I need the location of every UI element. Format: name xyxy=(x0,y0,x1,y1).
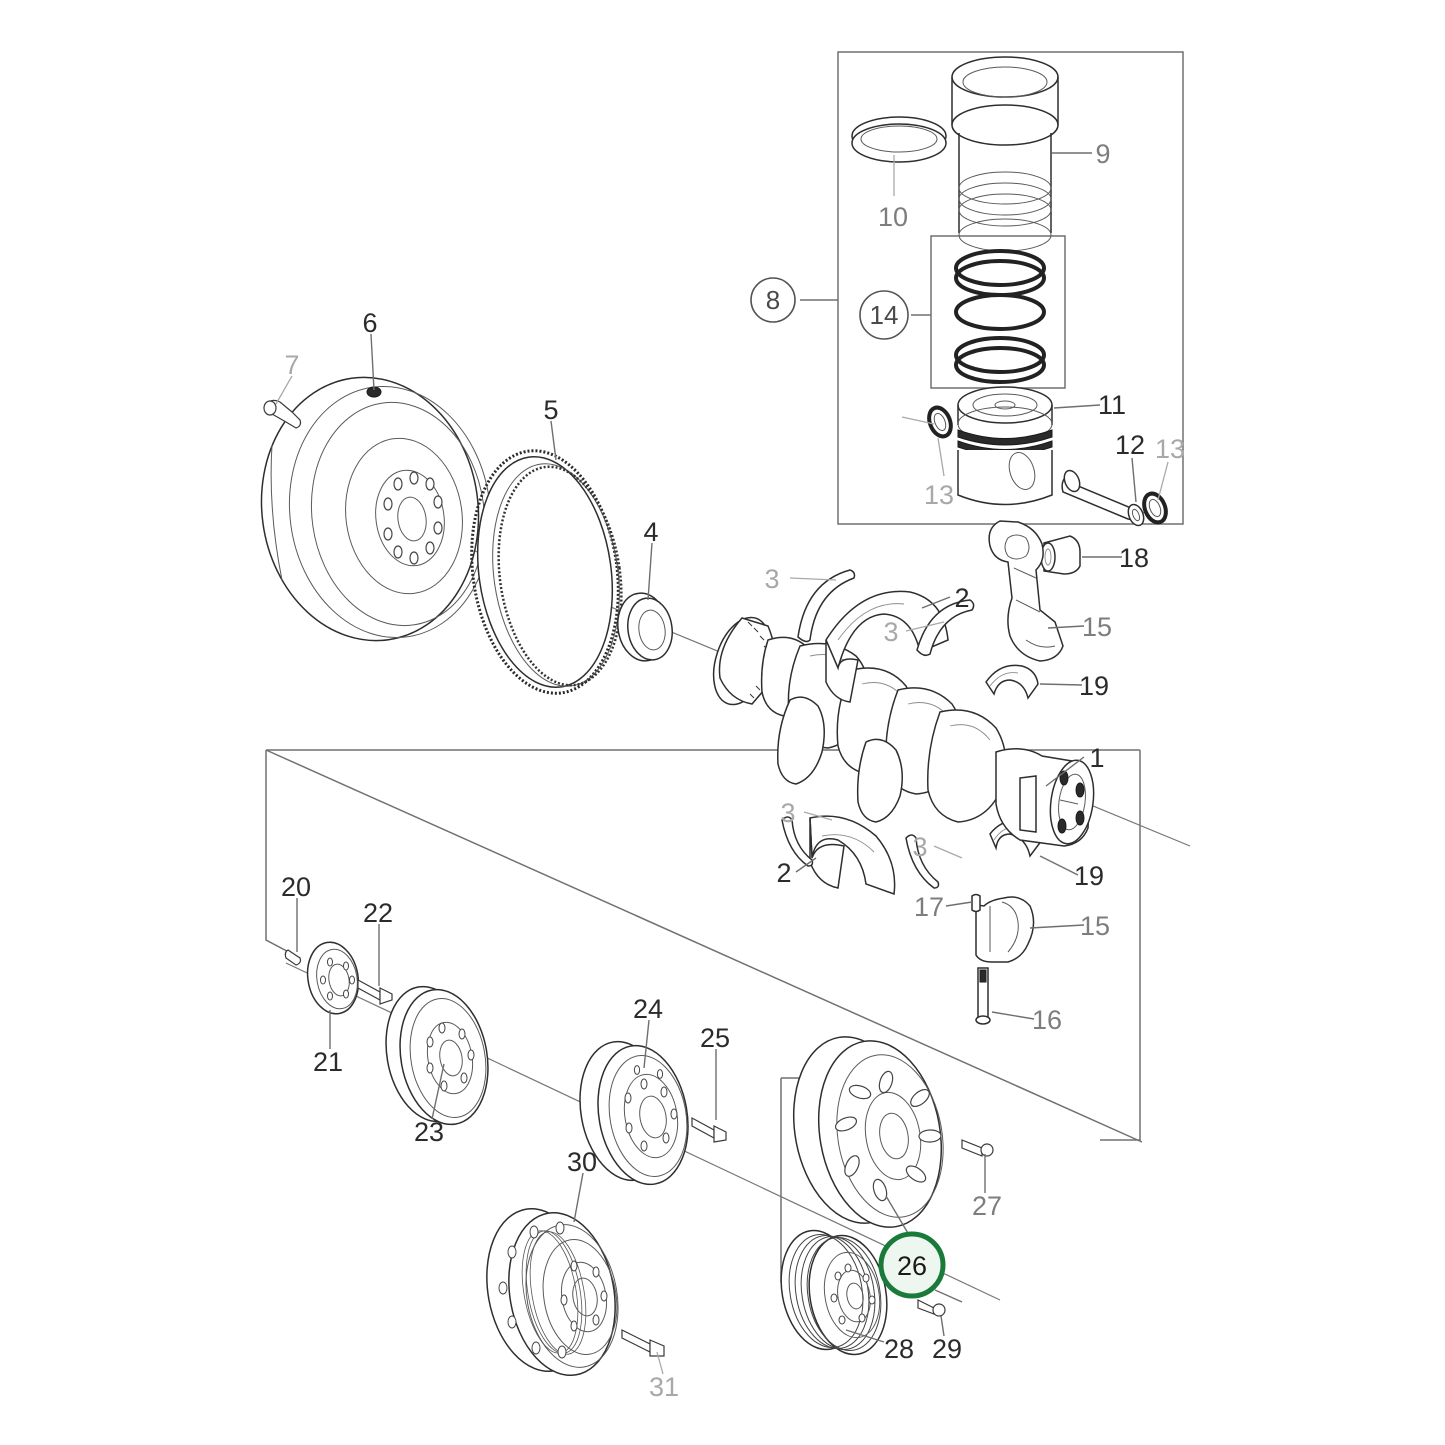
label-19a: 19 xyxy=(1079,671,1109,701)
part-thrust-washer-d xyxy=(905,834,940,889)
label-29: 29 xyxy=(932,1334,962,1364)
part-pulley-bolt-20 xyxy=(284,949,302,966)
label-13a: 13 xyxy=(1155,434,1185,464)
part-torsional-damper xyxy=(486,1207,619,1377)
leader-lines xyxy=(275,152,1169,1375)
part-flywheel-bolt xyxy=(263,399,302,429)
label-6: 6 xyxy=(362,308,377,338)
label-10: 10 xyxy=(878,202,908,232)
label-20: 20 xyxy=(281,872,311,902)
part-damper-bolt-31 xyxy=(621,1329,665,1357)
part-pulley-bolt-27 xyxy=(961,1139,994,1157)
part-pulley-screw-22 xyxy=(357,978,393,1005)
label-15a: 15 xyxy=(1082,612,1112,642)
label-17: 17 xyxy=(914,892,944,922)
part-small-end-bushing xyxy=(1040,535,1081,575)
label-1: 1 xyxy=(1089,743,1104,773)
label-3b: 3 xyxy=(883,617,898,647)
label-27: 27 xyxy=(972,1191,1002,1221)
part-connecting-rod xyxy=(988,520,1064,662)
part-v-belt-pulley xyxy=(780,1229,888,1356)
group-bracket-8 xyxy=(800,51,1184,525)
label-18: 18 xyxy=(1119,543,1149,573)
label-3a: 3 xyxy=(764,564,779,594)
part-pulley-hub xyxy=(306,941,360,1015)
part-pulley-fastener-29 xyxy=(917,1299,946,1317)
callout-8-label: 8 xyxy=(766,285,780,315)
part-flywheel xyxy=(260,376,492,642)
group-bracket-14 xyxy=(911,235,1066,389)
callout-26-highlighted[interactable]: 26 xyxy=(878,1231,946,1299)
label-21: 21 xyxy=(313,1047,343,1077)
callout-14[interactable]: 14 xyxy=(859,290,909,340)
part-pulley-26 xyxy=(792,1036,944,1228)
label-15b: 15 xyxy=(1080,911,1110,941)
label-2b: 2 xyxy=(776,858,791,888)
part-crankshaft xyxy=(712,616,1095,847)
label-3c: 3 xyxy=(780,798,795,828)
part-thrust-washer-a xyxy=(797,569,856,643)
part-piston xyxy=(957,386,1053,506)
label-3d: 3 xyxy=(912,832,927,862)
label-13b: 13 xyxy=(924,480,954,510)
part-liner-seal-ring xyxy=(851,116,947,163)
label-2a: 2 xyxy=(954,583,969,613)
part-circlip-right xyxy=(1142,491,1168,525)
part-connecting-rod-cap xyxy=(975,896,1035,963)
part-ring-gear xyxy=(470,449,623,695)
part-thrust-washer-b xyxy=(916,599,975,657)
label-24: 24 xyxy=(633,994,663,1024)
label-9: 9 xyxy=(1095,139,1110,169)
label-16: 16 xyxy=(1032,1005,1062,1035)
part-circlip-left xyxy=(927,405,953,439)
label-30: 30 xyxy=(567,1147,597,1177)
label-19b: 19 xyxy=(1074,861,1104,891)
part-crankshaft-pulley xyxy=(579,1040,689,1186)
label-31: 31 xyxy=(649,1372,679,1402)
part-main-bearing-upper xyxy=(825,590,949,703)
label-25: 25 xyxy=(700,1023,730,1053)
callout-14-label: 14 xyxy=(870,300,899,330)
label-4: 4 xyxy=(643,517,658,547)
label-7: 7 xyxy=(284,350,299,380)
label-28: 28 xyxy=(884,1334,914,1364)
part-big-end-shell-upper xyxy=(985,664,1039,700)
callout-8[interactable]: 8 xyxy=(750,277,796,323)
part-dowel-pin xyxy=(971,893,981,913)
part-pulley-screw-25 xyxy=(691,1116,727,1143)
part-cylinder-liner xyxy=(951,56,1059,252)
label-5: 5 xyxy=(543,395,558,425)
label-22: 22 xyxy=(363,898,393,928)
callout-26-label: 26 xyxy=(897,1251,927,1281)
part-piston-pin xyxy=(1061,469,1145,527)
label-23: 23 xyxy=(414,1117,444,1147)
part-main-bearing-lower xyxy=(809,815,896,896)
part-damper-pulley xyxy=(385,985,489,1126)
label-12: 12 xyxy=(1115,430,1145,460)
part-connecting-rod-bolt xyxy=(975,967,991,1025)
part-number-labels: 1 2 2 3 3 3 3 4 5 6 7 9 10 11 12 13 13 1… xyxy=(281,139,1185,1402)
group-bracket-pulley-train xyxy=(265,749,1143,1143)
label-11: 11 xyxy=(1098,390,1126,420)
part-rear-oil-seal xyxy=(617,592,673,662)
part-piston-ring-set xyxy=(954,249,1046,384)
